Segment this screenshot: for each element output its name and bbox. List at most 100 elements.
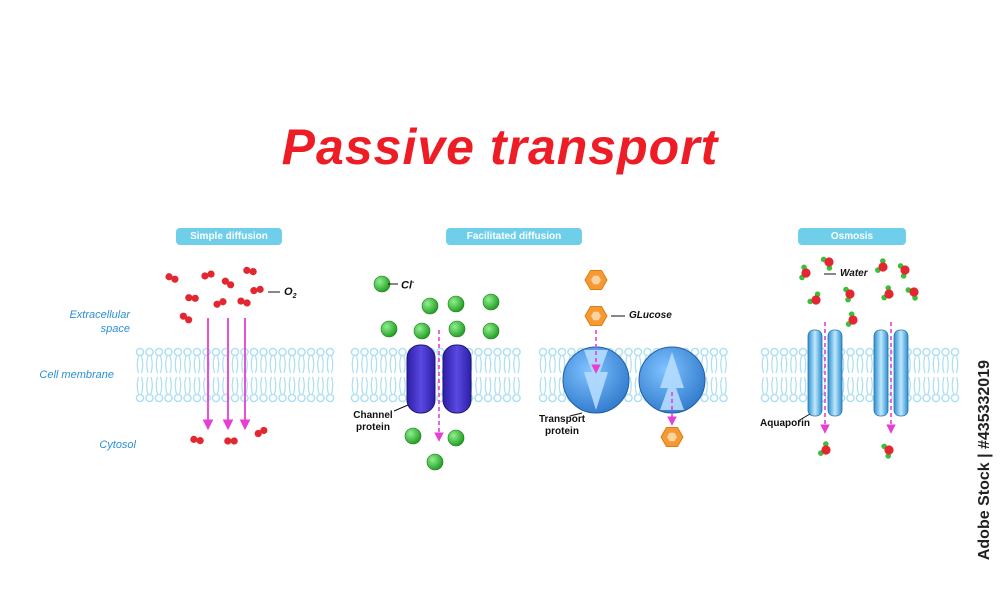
glucose-ring <box>591 311 601 321</box>
lipid-head <box>278 393 287 403</box>
lipid-tail <box>384 355 387 374</box>
chloride-ion <box>448 320 466 338</box>
lipid-head <box>211 393 221 403</box>
lipid-head <box>512 393 521 403</box>
lipid-head <box>846 347 855 357</box>
o2-atom <box>179 312 187 320</box>
cytosol-label: Cytosol <box>99 439 136 451</box>
lipid-head <box>779 347 789 357</box>
lipid-tail <box>260 355 263 374</box>
lipid-head <box>268 393 278 403</box>
lipid-tail <box>150 376 153 395</box>
lipid-tail <box>188 376 191 395</box>
lipid-head <box>865 393 874 403</box>
lipid-head <box>350 393 360 403</box>
lipid-tail <box>549 355 552 374</box>
transport-pointer-line <box>569 412 583 417</box>
lipid-tail <box>174 355 178 374</box>
lipid-head <box>922 347 931 357</box>
lipid-tail <box>288 355 292 374</box>
lipid-tail <box>936 376 940 395</box>
lipid-tail <box>775 355 778 374</box>
lipid-tail <box>724 355 727 374</box>
lipid-head <box>249 347 259 357</box>
lipid-head <box>538 393 548 403</box>
lipid-head <box>183 393 192 403</box>
lipid-tail <box>799 376 803 395</box>
lipid-tail <box>250 355 254 374</box>
lipid-tail <box>273 355 277 374</box>
channel-protein-right-subunit <box>442 344 472 414</box>
o2-label-subscript: 2 <box>292 293 297 301</box>
lipid-tail <box>212 355 216 374</box>
lipid-head <box>557 347 567 357</box>
lipid-tail <box>326 376 330 395</box>
lipid-tail <box>399 376 402 395</box>
lipid-tail <box>351 355 355 374</box>
lipid-head <box>145 393 154 403</box>
lipid-head <box>388 347 398 357</box>
lipid-tail <box>860 355 864 374</box>
channel-protein <box>406 330 472 442</box>
lipid-tail <box>389 376 393 395</box>
water-oxygen <box>884 445 894 455</box>
lipid-head <box>789 347 798 357</box>
lipid-tail <box>403 376 406 395</box>
lipid-head <box>202 347 211 357</box>
lipid-tail <box>932 355 936 374</box>
lipid-head <box>624 347 633 357</box>
lipid-tail <box>479 376 482 395</box>
lipid-tail <box>917 376 921 395</box>
lipid-head <box>192 393 202 403</box>
lipid-tail <box>913 355 917 374</box>
lipid-tail <box>946 376 949 395</box>
lipid-tail <box>393 376 397 395</box>
lipid-tail <box>629 376 632 395</box>
lipid-head <box>388 393 398 403</box>
o2-atom <box>185 294 193 302</box>
lipid-tail <box>165 376 168 395</box>
lipid-tail <box>279 376 282 395</box>
o2-atom <box>237 297 245 305</box>
lipid-head <box>483 393 493 403</box>
lipid-tail <box>794 376 797 395</box>
lipid-head <box>154 393 164 403</box>
lipid-head <box>798 393 808 403</box>
lipid-head <box>297 347 306 357</box>
lipid-tail <box>241 355 244 374</box>
o2-atom <box>250 287 258 295</box>
lipid-tail <box>326 355 330 374</box>
carrier-protein-open-in <box>638 346 706 426</box>
chloride-ion <box>404 427 422 445</box>
lipid-tail <box>140 376 144 395</box>
lipid-tail <box>241 376 244 395</box>
o2-atom <box>254 429 262 438</box>
lipid-tail <box>307 355 311 374</box>
lipid-tail <box>951 376 955 395</box>
lipid-tail <box>503 376 507 395</box>
lipid-tail <box>908 376 911 395</box>
lipid-tail <box>549 376 552 395</box>
extracellular-label-line2: space <box>100 323 130 335</box>
lipid-head <box>789 393 798 403</box>
lipid-head <box>760 347 770 357</box>
lipid-head <box>931 393 941 403</box>
channel-protein-label: Channel protein <box>350 410 396 434</box>
stock-watermark-text: Adobe Stock | #435332019 <box>976 360 993 561</box>
o2-atom <box>201 272 209 280</box>
lipid-tail <box>856 376 860 395</box>
chloride-ions <box>373 275 500 471</box>
lipid-head <box>230 347 240 357</box>
lipid-tail <box>908 355 911 374</box>
lipid-head <box>709 347 719 357</box>
lipid-tail <box>231 355 235 374</box>
lipid-tail <box>927 355 930 374</box>
lipid-tail <box>203 355 206 374</box>
o2-atom <box>190 435 198 443</box>
lipid-tail <box>351 376 355 395</box>
o2-atom <box>249 268 257 276</box>
lipid-tail <box>365 376 368 395</box>
water-hydrogen <box>826 265 833 271</box>
lipid-tail <box>361 376 364 395</box>
